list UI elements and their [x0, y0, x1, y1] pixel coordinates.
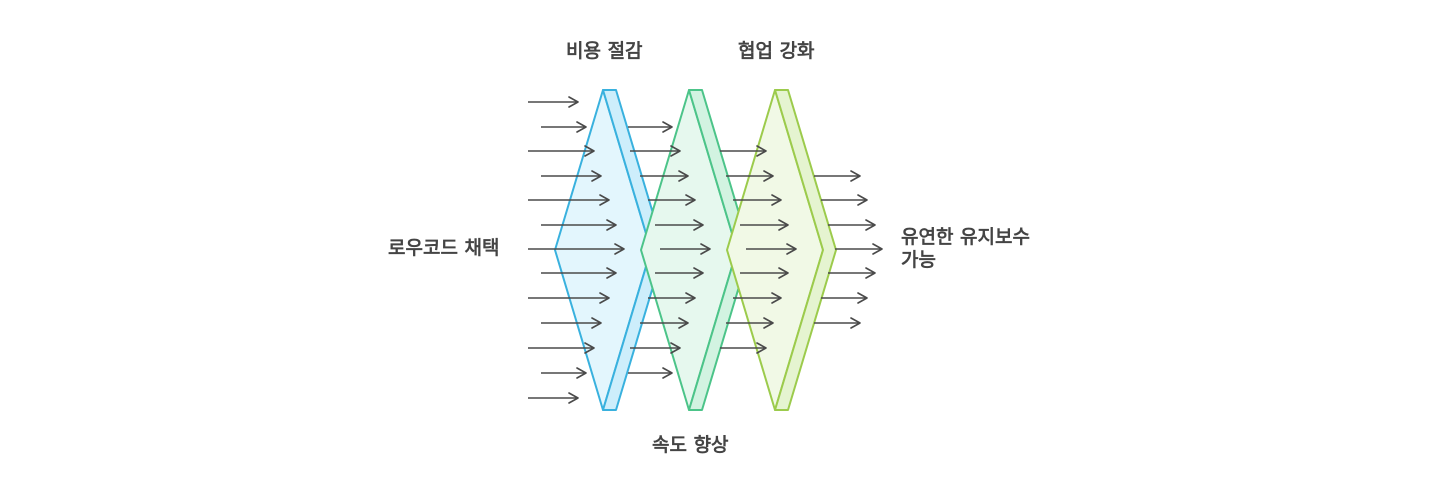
stage-chevron-collab — [726, 89, 837, 411]
output-label-line-1: 유연한 유지보수 — [901, 226, 1030, 248]
output-label: 유연한 유지보수 가능 — [901, 226, 1030, 272]
arrow-layer — [528, 96, 883, 404]
input-label: 로우코드 채택 — [388, 237, 500, 259]
stage-layer — [554, 89, 837, 411]
stage-label-cost: 비용 절감 — [566, 40, 643, 62]
stage-label-collab: 협업 강화 — [738, 40, 815, 62]
stage-label-speed: 속도 향상 — [652, 434, 729, 456]
output-label-line-2: 가능 — [901, 249, 936, 271]
